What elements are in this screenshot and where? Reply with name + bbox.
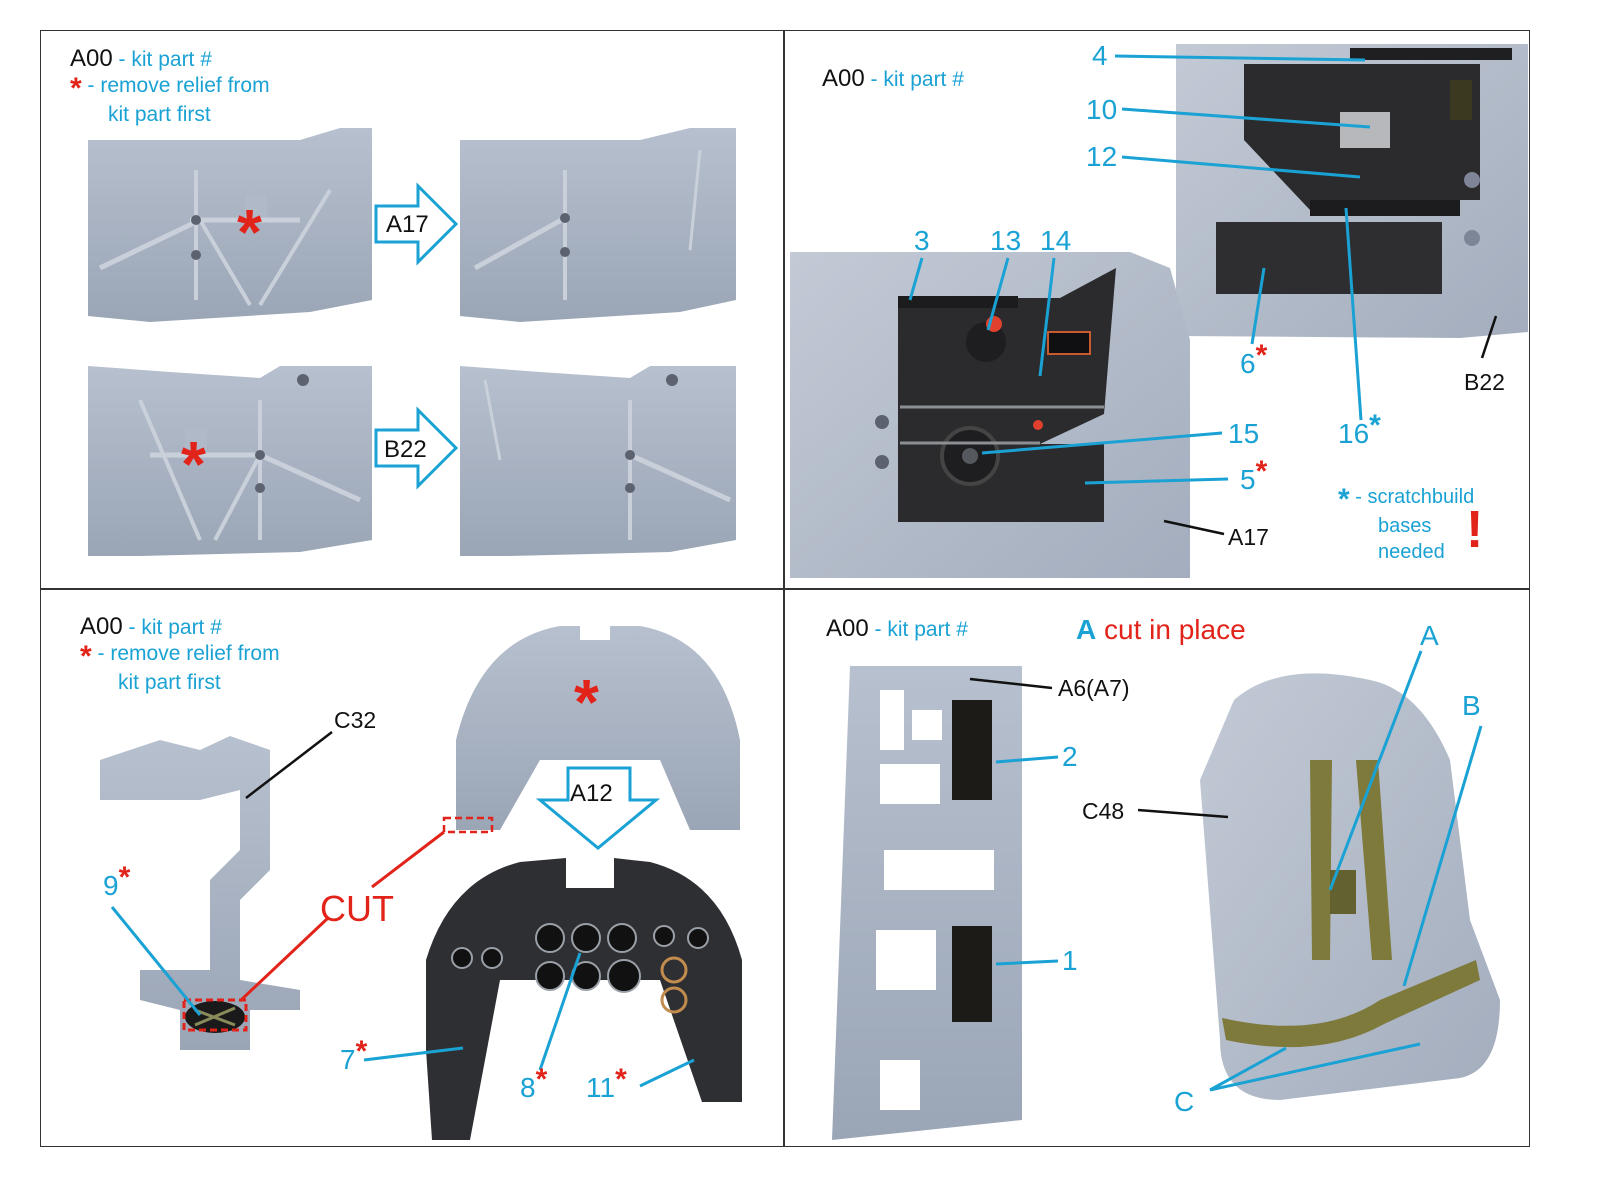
red-asterisk-icon: * <box>118 861 131 894</box>
arrow-b22 <box>374 406 459 490</box>
red-asterisk-icon: * <box>355 1035 368 1068</box>
callout-7: 7* <box>340 1037 367 1075</box>
callout-6-number: 6 <box>1240 348 1256 379</box>
callout-8: 8* <box>520 1065 547 1103</box>
callout-7-number: 7 <box>340 1044 356 1075</box>
kit-part-label-c32: C32 <box>334 707 377 733</box>
part-a17-before <box>88 128 372 322</box>
remove-relief-text: - remove relief from <box>87 74 270 97</box>
callout-11: 11* <box>586 1065 627 1103</box>
callout-11-number: 11 <box>586 1072 616 1103</box>
kit-part-text: - kit part # <box>874 618 968 641</box>
callout-c: C <box>1174 1086 1195 1117</box>
kit-part-code: A00 <box>70 45 113 72</box>
callout-9-number: 9 <box>103 870 119 901</box>
callout-15: 15 <box>1228 418 1260 449</box>
legend-top-left: A00 - kit part # * - remove relief from … <box>70 46 270 128</box>
kit-part-leaders <box>245 315 1498 819</box>
kit-part-label-a6: A6(A7) <box>1058 675 1130 701</box>
callout-14: 14 <box>1040 225 1072 256</box>
callout-9: 9* <box>103 863 130 901</box>
red-asterisk-icon: * <box>80 640 92 673</box>
arrow-label-a12: A12 <box>570 780 613 807</box>
arrow-label-b22: B22 <box>384 436 427 463</box>
part-a17-painted <box>790 252 1190 578</box>
legend-scratchbuild: * - scratchbuild bases needed <box>1338 484 1474 565</box>
callout-leaders <box>110 54 1483 1092</box>
callout-4: 4 <box>1092 40 1108 71</box>
part-a12-instrument-panel-blank <box>442 626 740 834</box>
kit-part-label-b22: B22 <box>1464 369 1505 395</box>
cut-in-place-text: cut in place <box>1104 614 1246 645</box>
callout-16-number: 16 <box>1338 418 1370 449</box>
red-asterisk-icon: * <box>615 1063 627 1096</box>
scratchbuild-text-3: needed <box>1378 541 1445 563</box>
callout-13: 13 <box>990 225 1022 256</box>
part-c32-rudder-pedal-post <box>100 736 300 1050</box>
warning-exclamation-icon: ! <box>1466 501 1484 559</box>
remove-relief-text-2: kit part first <box>108 103 211 126</box>
remove-relief-text-2: kit part first <box>118 671 221 694</box>
part-a17-after <box>460 128 736 322</box>
callout-16: 16* <box>1338 411 1381 449</box>
arrow-a17 <box>374 182 459 266</box>
callout-8-number: 8 <box>520 1072 536 1103</box>
callout-1: 1 <box>1062 945 1078 976</box>
remove-relief-marker-b22: * <box>181 428 206 500</box>
kit-part-code: A00 <box>80 613 123 640</box>
callout-5-number: 5 <box>1240 464 1256 495</box>
legend-top-right: A00 - kit part # <box>822 66 964 93</box>
kit-part-code: A00 <box>822 65 865 92</box>
legend-bottom-right: A00 - kit part # <box>826 616 968 643</box>
cut-in-place-letter: A <box>1076 614 1097 645</box>
scratchbuild-text: - scratchbuild <box>1355 486 1475 508</box>
kit-part-label-c48: C48 <box>1082 798 1125 824</box>
part-c48-seat <box>1200 673 1500 1100</box>
kit-part-code: A00 <box>826 615 869 642</box>
blue-asterisk-icon: * <box>1369 409 1381 442</box>
cut-label: CUT <box>320 888 394 929</box>
legend-bottom-left: A00 - kit part # * - remove relief from … <box>80 614 280 696</box>
remove-relief-text: - remove relief from <box>97 642 280 665</box>
scratchbuild-text-2: bases <box>1378 515 1432 537</box>
part-b22-after <box>460 366 736 556</box>
cut-in-place-note: A cut in place <box>1076 614 1246 646</box>
kit-part-text: - kit part # <box>118 48 212 71</box>
arrow-a12 <box>535 766 661 850</box>
remove-relief-marker-a12: * <box>574 666 599 738</box>
kit-part-label-a17: A17 <box>1228 524 1269 550</box>
callout-2: 2 <box>1062 741 1078 772</box>
divider-horizontal <box>40 588 1530 590</box>
cut-leaders <box>238 830 445 1003</box>
red-asterisk-icon: * <box>70 72 82 105</box>
red-asterisk-icon: * <box>1255 339 1268 372</box>
part-b22-before <box>88 366 372 556</box>
callout-12: 12 <box>1086 141 1118 172</box>
kit-part-text: - kit part # <box>128 616 222 639</box>
callout-b: B <box>1462 690 1481 721</box>
callout-5: 5* <box>1240 457 1267 495</box>
arrow-label-a17: A17 <box>386 211 429 238</box>
part-a6-frame <box>832 666 1022 1140</box>
callout-6: 6* <box>1240 341 1267 379</box>
blue-asterisk-icon: * <box>1338 483 1350 516</box>
red-asterisk-icon: * <box>535 1063 548 1096</box>
callout-a: A <box>1420 620 1439 651</box>
callout-3: 3 <box>914 225 930 256</box>
kit-part-text: - kit part # <box>870 68 964 91</box>
part-b22-painted <box>1176 44 1528 338</box>
callout-10: 10 <box>1086 94 1118 125</box>
remove-relief-marker-a17: * <box>237 196 262 268</box>
part-instrument-panel-printed <box>426 858 742 1140</box>
red-asterisk-icon: * <box>1255 455 1268 488</box>
